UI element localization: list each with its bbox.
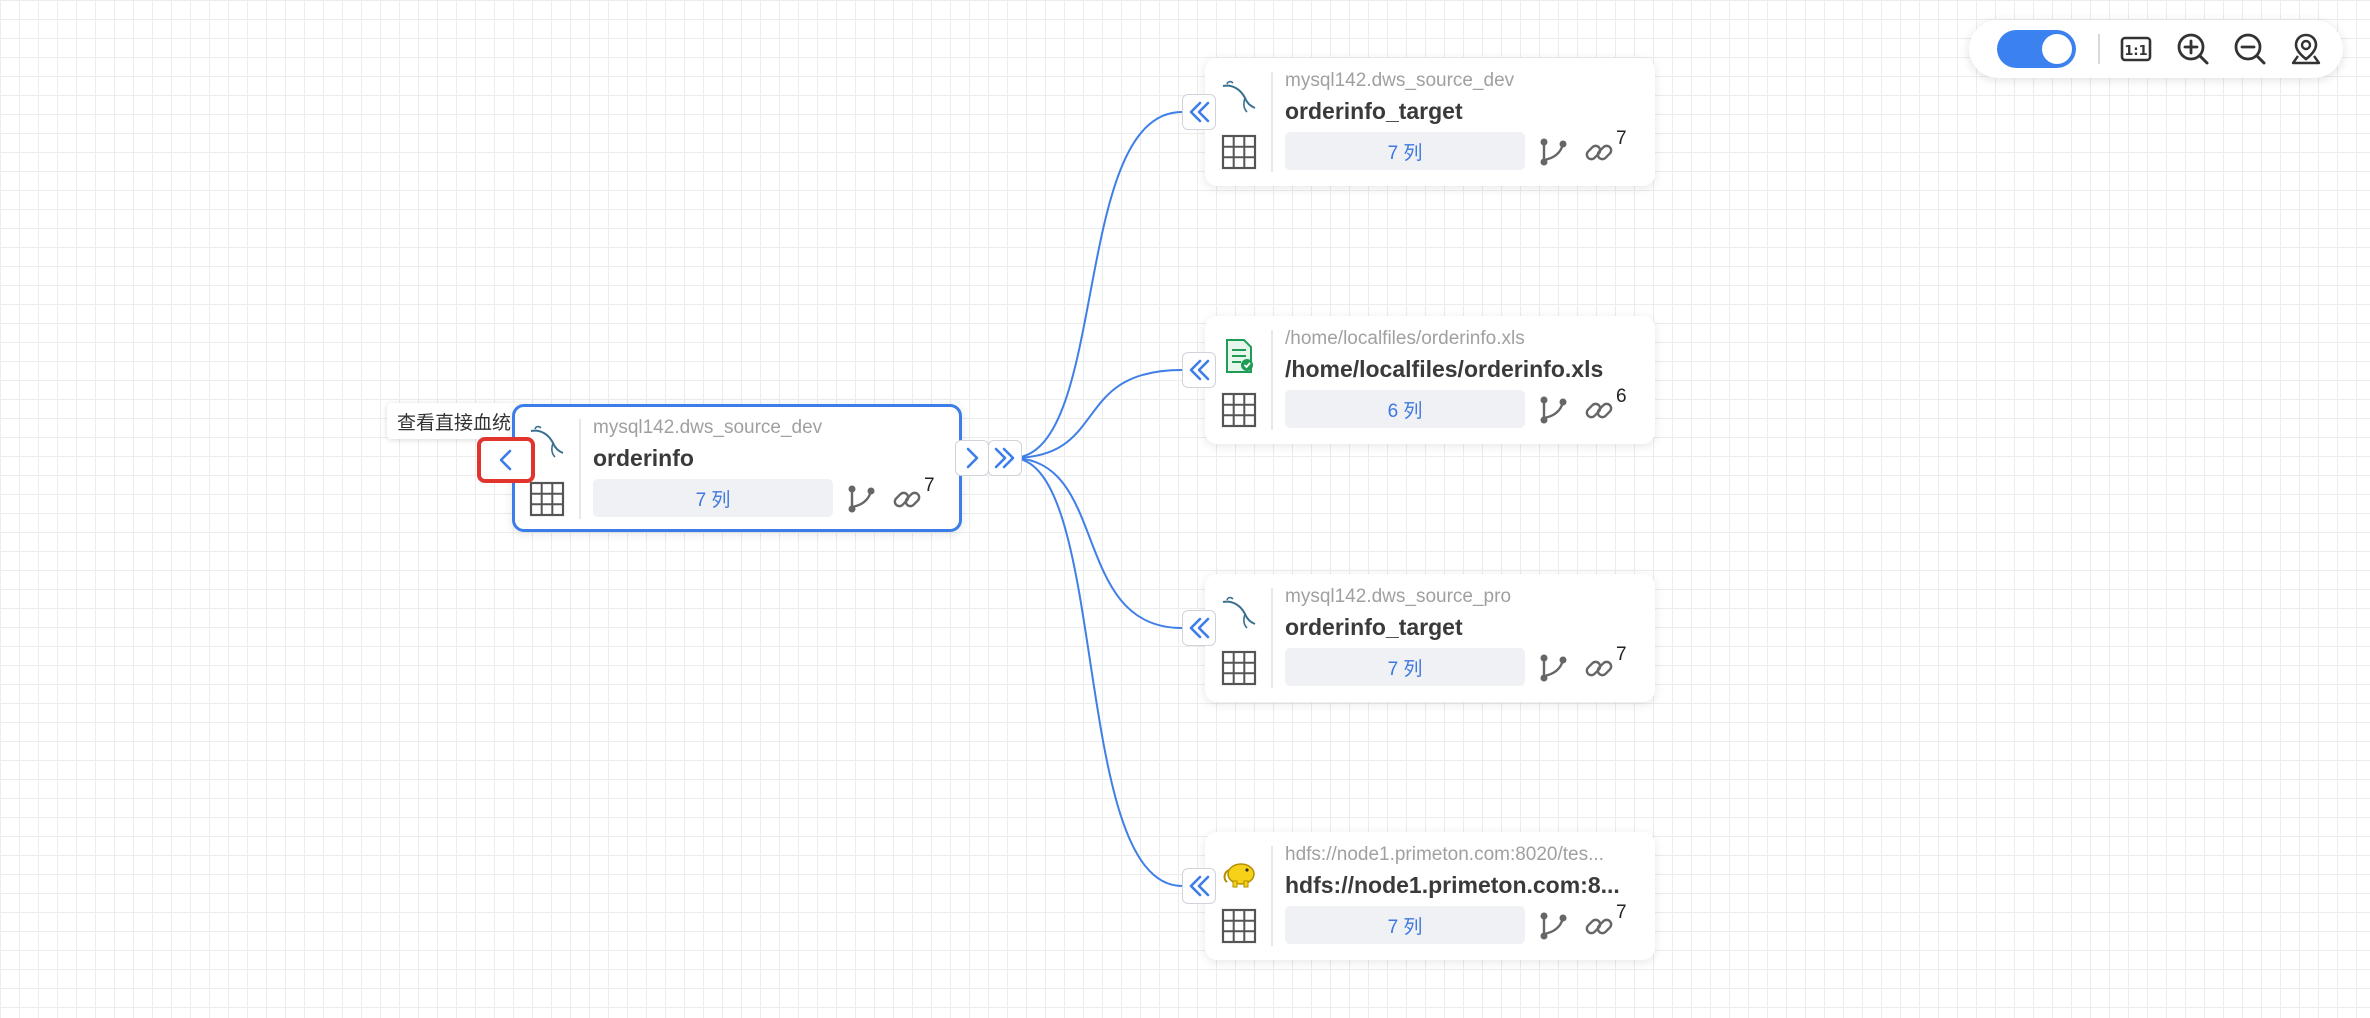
node-db-name: mysql142.dws_source_pro bbox=[1285, 586, 1512, 607]
double-chevron-left-icon bbox=[1189, 359, 1210, 381]
lineage-branch-icon[interactable] bbox=[1537, 910, 1569, 942]
link-icon[interactable] bbox=[1583, 136, 1615, 168]
zoom-out-button[interactable] bbox=[2230, 29, 2270, 69]
expand-all-upstream-button[interactable] bbox=[1182, 352, 1216, 388]
view-toggle[interactable] bbox=[1997, 30, 2077, 68]
link-count: 6 bbox=[1616, 386, 1627, 407]
table-grid-icon bbox=[1221, 650, 1257, 686]
expand-all-upstream-button[interactable] bbox=[1182, 868, 1216, 904]
chevron-left-icon bbox=[499, 449, 512, 471]
table-grid-icon bbox=[1221, 908, 1257, 944]
locate-icon bbox=[2291, 33, 2321, 65]
node-table-name: /home/localfiles/orderinfo.xls bbox=[1285, 356, 1604, 382]
lineage-branch-icon[interactable] bbox=[1537, 394, 1569, 426]
expand-upstream-button[interactable] bbox=[477, 437, 535, 483]
expand-all-upstream-button[interactable] bbox=[1182, 94, 1216, 130]
columns-button[interactable]: 7 列 bbox=[1285, 906, 1525, 944]
svg-text:1:1: 1:1 bbox=[2125, 44, 2148, 59]
node-db-name: mysql142.dws_source_dev bbox=[1285, 70, 1515, 91]
target-node-4[interactable]: hdfs://node1.primeton.com:8020/tes... hd… bbox=[1205, 832, 1655, 960]
zoom-out-icon bbox=[2234, 33, 2265, 65]
mysql-icon bbox=[530, 425, 564, 458]
node-table-name: hdfs://node1.primeton.com:8... bbox=[1285, 872, 1620, 898]
link-count: 7 bbox=[924, 475, 935, 496]
columns-button[interactable]: 6 列 bbox=[1285, 390, 1525, 428]
expand-downstream-button[interactable] bbox=[955, 440, 989, 476]
node-divider bbox=[1271, 72, 1273, 172]
target-node-3[interactable]: mysql142.dws_source_pro orderinfo_target… bbox=[1205, 574, 1655, 702]
tooltip-direct-lineage: 查看直接血统 bbox=[387, 403, 522, 439]
edge-to-target-4 bbox=[1011, 457, 1183, 887]
node-table-name: orderinfo_target bbox=[1285, 614, 1463, 640]
columns-button[interactable]: 7 列 bbox=[1285, 648, 1525, 686]
excel-file-icon bbox=[1226, 339, 1253, 373]
lineage-branch-icon[interactable] bbox=[1537, 652, 1569, 684]
table-grid-icon bbox=[1221, 392, 1257, 428]
columns-button[interactable]: 7 列 bbox=[1285, 132, 1525, 170]
fit-view-icon: 1:1 bbox=[2120, 36, 2152, 62]
edge-to-target-2 bbox=[1011, 369, 1183, 459]
expand-all-upstream-button[interactable] bbox=[1182, 610, 1216, 646]
double-chevron-left-icon bbox=[1189, 101, 1210, 123]
link-icon[interactable] bbox=[891, 483, 923, 515]
node-db-name: hdfs://node1.primeton.com:8020/tes... bbox=[1285, 844, 1604, 865]
node-divider bbox=[1271, 330, 1273, 430]
node-table-name: orderinfo bbox=[593, 445, 694, 471]
link-count: 7 bbox=[1616, 128, 1627, 149]
center-node[interactable]: mysql142.dws_source_dev orderinfo 7 列 7 bbox=[512, 404, 962, 532]
node-db-name: /home/localfiles/orderinfo.xls bbox=[1285, 328, 1525, 349]
mysql-icon bbox=[1222, 596, 1256, 629]
link-count: 7 bbox=[1616, 644, 1627, 665]
node-table-name: orderinfo_target bbox=[1285, 98, 1463, 124]
graph-toolbar: 1:1 bbox=[1969, 20, 2343, 78]
locate-button[interactable] bbox=[2286, 29, 2326, 69]
zoom-in-icon bbox=[2177, 33, 2209, 65]
link-icon[interactable] bbox=[1583, 394, 1615, 426]
link-icon[interactable] bbox=[1583, 910, 1615, 942]
target-node-2[interactable]: /home/localfiles/orderinfo.xls /home/loc… bbox=[1205, 316, 1655, 444]
link-icon[interactable] bbox=[1583, 652, 1615, 684]
columns-button[interactable]: 7 列 bbox=[593, 479, 833, 517]
node-divider bbox=[1271, 846, 1273, 946]
edge-to-target-3 bbox=[1011, 457, 1183, 629]
chevron-right-icon bbox=[966, 447, 979, 469]
zoom-in-button[interactable] bbox=[2173, 29, 2213, 69]
expand-all-downstream-button[interactable] bbox=[988, 440, 1022, 476]
node-divider bbox=[579, 419, 581, 519]
node-divider bbox=[1271, 588, 1273, 688]
double-chevron-left-icon bbox=[1189, 875, 1210, 897]
lineage-branch-icon[interactable] bbox=[845, 483, 877, 515]
lineage-branch-icon[interactable] bbox=[1537, 136, 1569, 168]
table-grid-icon bbox=[529, 481, 565, 517]
node-db-name: mysql142.dws_source_dev bbox=[593, 417, 823, 438]
toolbar-divider bbox=[2098, 34, 2101, 64]
double-chevron-right-icon bbox=[994, 447, 1015, 469]
edge-to-target-1 bbox=[1011, 111, 1183, 459]
mysql-icon bbox=[1222, 80, 1256, 113]
fit-view-button[interactable]: 1:1 bbox=[2116, 29, 2156, 69]
table-grid-icon bbox=[1221, 134, 1257, 170]
toggle-knob bbox=[2042, 34, 2073, 64]
double-chevron-left-icon bbox=[1189, 617, 1210, 639]
hadoop-icon bbox=[1223, 863, 1255, 888]
target-node-1[interactable]: mysql142.dws_source_dev orderinfo_target… bbox=[1205, 58, 1655, 186]
link-count: 7 bbox=[1616, 902, 1627, 923]
